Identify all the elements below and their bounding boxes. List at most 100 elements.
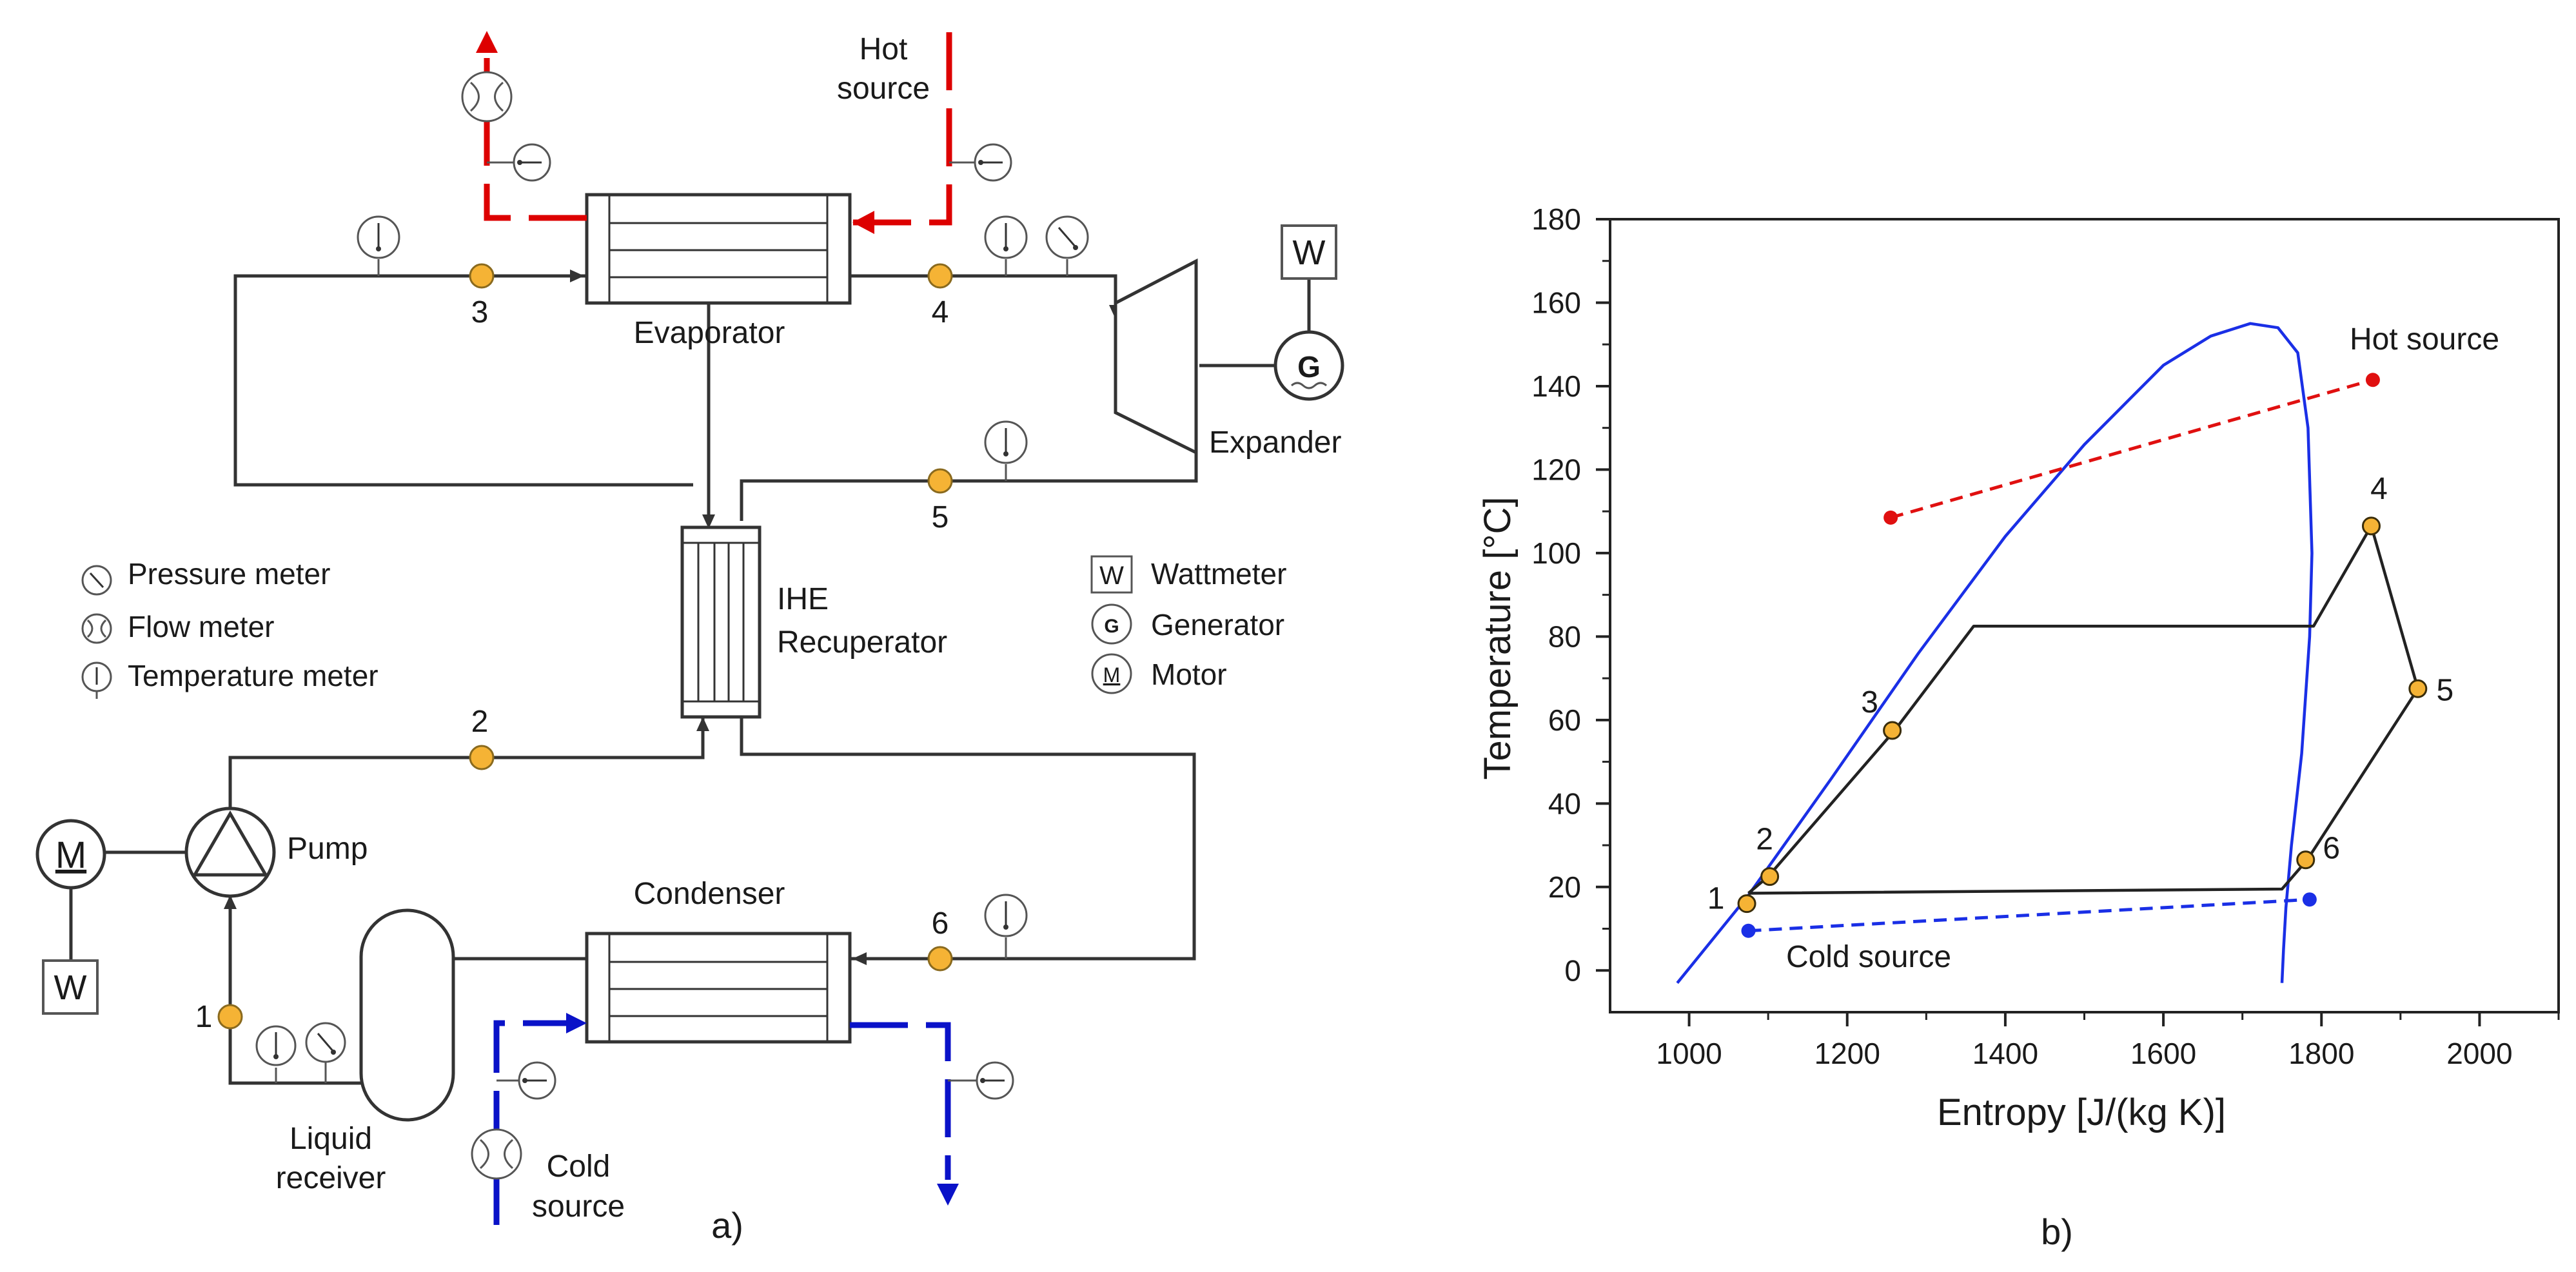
- source-marker-1-0: [1741, 923, 1756, 938]
- legend-temperature-meter: Temperature meter: [81, 659, 379, 699]
- y-tick-label: 80: [1548, 620, 1581, 653]
- receiver-label-line1: Liquid: [290, 1122, 372, 1156]
- panel-label-a: a): [711, 1205, 743, 1246]
- flow-meter-icon: [471, 1128, 522, 1180]
- state-point-1: 1: [195, 1000, 243, 1034]
- legend-motor-label: Motor: [1151, 658, 1227, 691]
- legend-flow-meter-label: Flow meter: [128, 610, 274, 643]
- temperature-meter-icon: [255, 1025, 297, 1083]
- legend-generator-symbol: G: [1104, 616, 1119, 637]
- legend-pressure-meter-label: Pressure meter: [128, 557, 330, 591]
- state-point-marker-5: [2408, 679, 2428, 698]
- legend-pressure-meter: Pressure meter: [81, 557, 330, 596]
- legend-motor-symbol: M: [1103, 663, 1121, 687]
- state-point-6-label: 6: [932, 906, 949, 941]
- pump: Pump: [184, 807, 368, 898]
- legend-equipment: W Wattmeter G Generator M Motor: [1090, 555, 1286, 694]
- pressure-meter-icon: [305, 1022, 346, 1083]
- series-line-0: [1676, 322, 2314, 984]
- state-point-5-label: 5: [932, 500, 949, 534]
- series-line-1: [1747, 524, 2420, 895]
- wattmeter-top: W: [1281, 224, 1337, 280]
- x-tick-label: 1000: [1656, 1037, 1722, 1070]
- pipe-evaporator-to-expander: [850, 274, 1117, 303]
- state-point-data-label-4: 4: [2370, 472, 2388, 506]
- x-tick-label: 1200: [1814, 1037, 1880, 1070]
- ihe-label-line1: IHE: [777, 582, 829, 616]
- y-axis-label: Temperature [°C]: [1477, 496, 1519, 779]
- state-point-5: 5: [927, 468, 953, 534]
- y-tick-label: 60: [1548, 703, 1581, 737]
- state-point-3-label: 3: [471, 295, 489, 329]
- panel-label-b: b): [2041, 1211, 2073, 1252]
- legend-temperature-meter-label: Temperature meter: [128, 659, 379, 692]
- condenser-label: Condenser: [634, 877, 785, 911]
- liquid-receiver: Liquid receiver: [276, 908, 455, 1195]
- source-marker-0-1: [2365, 373, 2380, 387]
- state-point-2-label: 2: [471, 705, 489, 739]
- x-tick-label: 1800: [2288, 1037, 2354, 1070]
- wattmeter-top-symbol: W: [1293, 233, 1326, 272]
- pipe-pump-to-ihe: [228, 717, 705, 852]
- arrow-into-ihe-top: [702, 514, 715, 529]
- evaporator: Evaporator: [585, 193, 852, 350]
- state-point-1-label: 1: [195, 1000, 213, 1034]
- x-tick-label: 1400: [1972, 1037, 2038, 1070]
- evaporator-label: Evaporator: [634, 316, 785, 350]
- x-axis-label: Entropy [J/(kg K)]: [1937, 1091, 2226, 1133]
- state-point-marker-4: [2361, 516, 2381, 536]
- y-tick-label: 100: [1531, 536, 1581, 570]
- state-point-2: 2: [469, 705, 495, 770]
- legend-motor: M Motor: [1091, 653, 1227, 694]
- y-tick-label: 140: [1531, 369, 1581, 403]
- pump-label: Pump: [287, 832, 368, 866]
- state-point-3: 3: [469, 263, 495, 329]
- y-tick-label: 40: [1548, 787, 1581, 820]
- state-point-data-label-5: 5: [2436, 673, 2453, 707]
- hot-source-label-line2: source: [837, 72, 930, 106]
- y-tick-label: 0: [1564, 954, 1581, 987]
- series-line-2: [1890, 378, 2374, 520]
- y-tick-label: 120: [1531, 453, 1581, 486]
- state-point-marker-6: [2296, 850, 2315, 870]
- generator-symbol: G: [1297, 350, 1321, 384]
- y-tick-label: 20: [1548, 870, 1581, 904]
- state-point-4: 4: [927, 263, 953, 329]
- ihe-recuperator: IHE Recuperator: [680, 525, 947, 719]
- expander: Expander: [1114, 258, 1341, 460]
- motor-symbol: M: [55, 834, 86, 876]
- arrow-into-pump: [224, 895, 237, 909]
- wattmeter-bottom: W: [42, 959, 99, 1015]
- temperature-meter-icon: [949, 143, 1012, 182]
- legend-wattmeter-symbol: W: [1099, 562, 1124, 590]
- pipe-expander-to-ihe: [740, 453, 1198, 521]
- ihe-label-line2: Recuperator: [777, 625, 947, 660]
- cold-source-label-line1: Cold: [547, 1150, 611, 1184]
- orc-schematic: Evaporator Condenser IHE Recuperator: [35, 31, 1344, 1246]
- temperature-meter-icon: [984, 215, 1028, 276]
- hot-source-annotation: Hot source: [2350, 322, 2499, 357]
- pipe-ihe-to-condenser: [740, 717, 1196, 961]
- state-points: 1 2 3 4 5 6: [195, 263, 953, 1034]
- receiver-label-line2: receiver: [276, 1161, 386, 1195]
- cold-source-label-line2: source: [532, 1189, 625, 1224]
- state-point-data-label-1: 1: [1707, 882, 1725, 916]
- motor: M: [35, 819, 106, 890]
- flow-meter-icon: [461, 71, 513, 122]
- state-point-data-label-2: 2: [1756, 823, 1773, 857]
- state-point-data-label-3: 3: [1861, 685, 1878, 719]
- generator: G: [1273, 330, 1344, 401]
- temperature-meter-icon: [984, 420, 1028, 481]
- pipe-receiver-to-pump: [228, 896, 361, 1085]
- y-tick-label: 180: [1531, 202, 1581, 236]
- temperature-meter-icon: [948, 1061, 1014, 1100]
- temperature-meter-icon: [984, 894, 1028, 959]
- y-tick-label: 160: [1531, 286, 1581, 319]
- state-point-marker-2: [1760, 867, 1780, 886]
- pressure-meter-icon: [1045, 215, 1089, 276]
- instrument-gauges: [255, 71, 1089, 1180]
- temperature-meter-icon: [497, 1061, 556, 1100]
- legend-wattmeter-label: Wattmeter: [1151, 557, 1286, 591]
- state-point-6: 6: [927, 906, 953, 972]
